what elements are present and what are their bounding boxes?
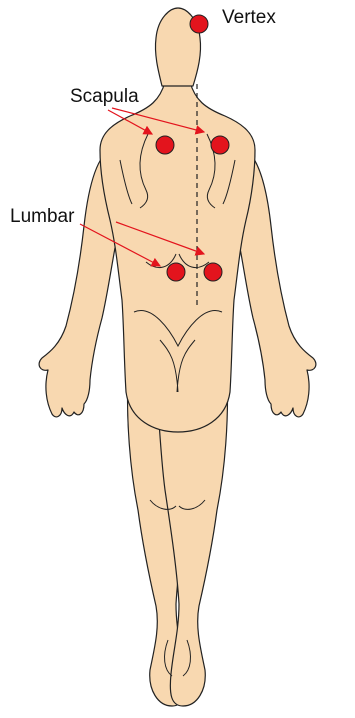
scapula-right-marker (211, 136, 229, 154)
vertex-label: Vertex (222, 7, 276, 28)
torso (100, 82, 255, 432)
lumbar-label: Lumbar (10, 206, 75, 227)
scapula-left-marker (156, 136, 174, 154)
vertex-marker (190, 15, 208, 33)
scapula-label: Scapula (70, 86, 139, 107)
lumbar-left-marker (167, 263, 185, 281)
body-silhouette (39, 8, 316, 706)
lumbar-right-marker (204, 263, 222, 281)
